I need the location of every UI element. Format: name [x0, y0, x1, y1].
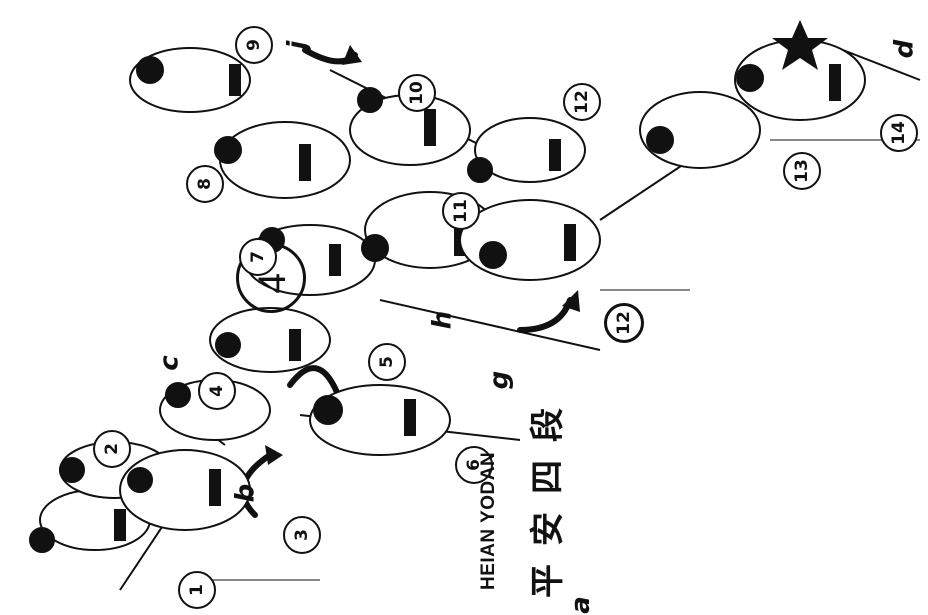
kata-title: HEIAN YODAN — [478, 451, 499, 590]
direction-letter: c — [154, 355, 185, 371]
arrow-12 — [517, 297, 573, 333]
arrow-head-j — [342, 45, 362, 65]
kiai-star-icon — [772, 20, 828, 70]
arrow-3 — [287, 365, 343, 403]
direction-letter: g — [484, 370, 515, 390]
step-marker: 2 — [93, 430, 131, 468]
figure-5 — [209, 307, 331, 373]
karateka-figures — [29, 39, 866, 553]
step-marker: 12 — [604, 303, 644, 343]
step-marker: 3 — [283, 516, 321, 554]
step-marker: 13 — [783, 152, 821, 190]
line-h — [379, 299, 601, 351]
step-marker: 7 — [239, 238, 277, 276]
figure-1 — [29, 489, 151, 553]
step-marker: 11 — [442, 192, 480, 230]
figure-3 — [119, 449, 251, 531]
figure-8 — [214, 121, 351, 199]
step-marker: 12 — [563, 83, 601, 121]
step-marker: 9 — [235, 26, 273, 64]
step-marker: 10 — [398, 74, 436, 112]
kata-title-kanji: 平安四段 — [528, 390, 568, 598]
step-marker: 8 — [186, 165, 224, 203]
step-marker: 4 — [198, 372, 236, 410]
direction-letter: d — [889, 39, 920, 59]
direction-letter: b — [230, 483, 261, 503]
direction-letter: j — [282, 40, 313, 50]
figure-6 — [309, 384, 451, 456]
step-marker: 14 — [880, 114, 918, 152]
line-12 — [599, 159, 691, 221]
direction-letter: a — [565, 596, 596, 614]
arrow-head-12 — [562, 290, 580, 312]
figure-14 — [734, 39, 866, 121]
step-marker: 5 — [368, 343, 406, 381]
figure-12b — [467, 117, 586, 183]
direction-letter: h — [427, 310, 458, 330]
figure-9 — [129, 47, 251, 113]
step-marker: 1 — [178, 571, 216, 609]
arrow-head-b — [265, 445, 283, 465]
figure-13 — [639, 91, 761, 169]
figure-12a — [459, 199, 601, 281]
